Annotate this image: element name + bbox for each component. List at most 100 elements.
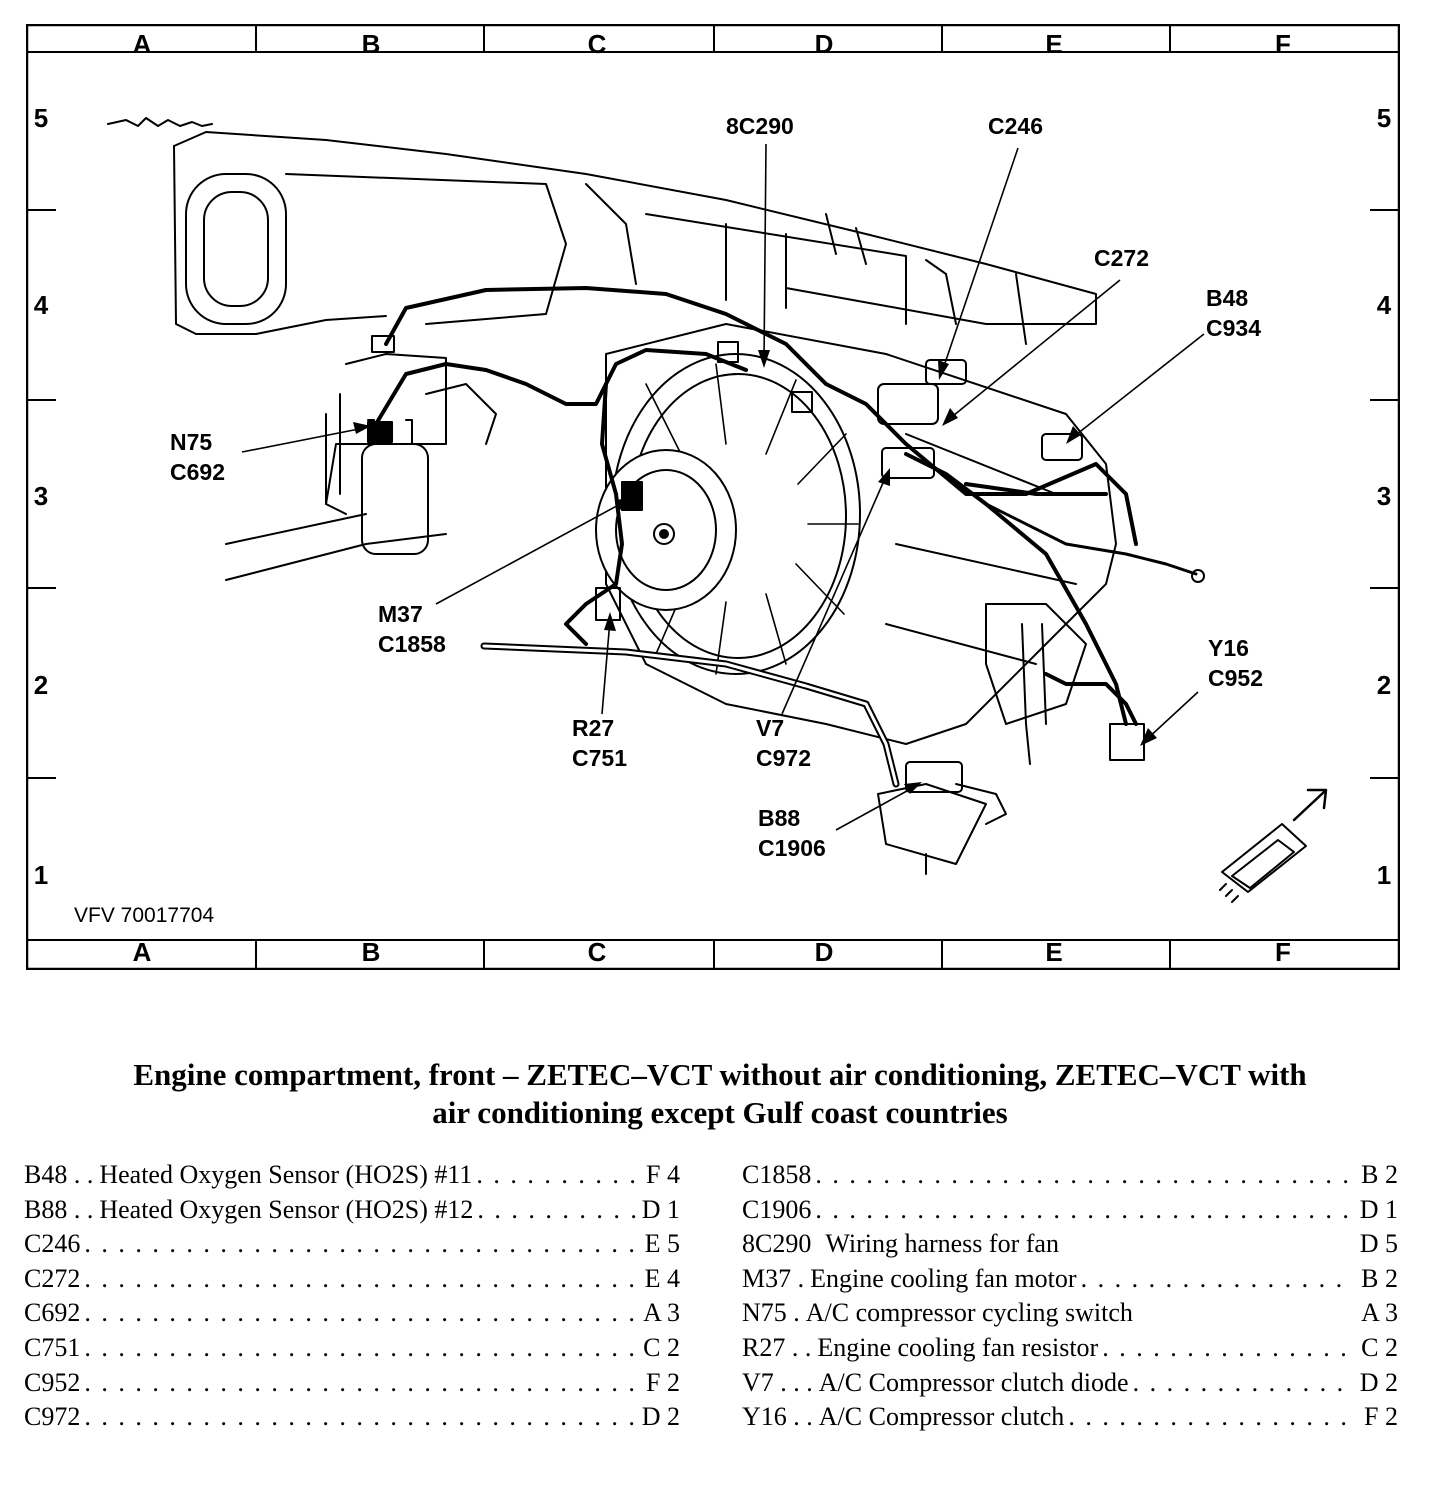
shroud-slats bbox=[885, 433, 1077, 665]
arrow-8c290 bbox=[758, 350, 770, 368]
lower-rails bbox=[225, 513, 447, 581]
grid-col-e-bottom: E bbox=[1045, 937, 1062, 967]
legend-grid-location: E 5 bbox=[644, 1229, 680, 1259]
legend-description: A/C compressor cycling switch bbox=[805, 1298, 1133, 1328]
legend-grid-location: A 3 bbox=[643, 1298, 680, 1328]
legend-code: C1858 bbox=[742, 1160, 812, 1189]
legend-dot-leader bbox=[1081, 1262, 1354, 1297]
legend-code: M37 . bbox=[742, 1263, 805, 1293]
leader-b88 bbox=[835, 785, 917, 831]
legend-row: V7 . . . A/C Compressor clutch diodeD 2 bbox=[742, 1366, 1398, 1401]
diagram-caption: Engine compartment, front – ZETEC–VCT wi… bbox=[20, 1056, 1420, 1132]
callout-r27: R27 bbox=[572, 715, 614, 741]
legend-row: C972 D 2 bbox=[24, 1400, 680, 1435]
legend-grid-location: F 4 bbox=[646, 1160, 680, 1189]
leader-c246 bbox=[941, 147, 1019, 373]
legend-grid-location: B 2 bbox=[1361, 1160, 1398, 1189]
grid-col-b-top: B bbox=[362, 29, 381, 59]
legend-row: C1906D 1 bbox=[742, 1193, 1398, 1228]
legend-row: C246E 5 bbox=[24, 1227, 680, 1262]
callout-c1906: C1906 bbox=[758, 835, 826, 861]
switch-bracket bbox=[425, 383, 497, 445]
connector-m37 bbox=[621, 481, 643, 511]
legend-code: N75 . bbox=[742, 1298, 800, 1328]
front-direction-icon bbox=[1221, 823, 1307, 893]
legend-grid-location: F 2 bbox=[646, 1367, 680, 1397]
arrow-b88 bbox=[904, 782, 922, 794]
connector-clip-1 bbox=[717, 341, 739, 363]
legend-dot-leader bbox=[815, 1193, 1354, 1228]
caption-line-2: air conditioning except Gulf coast count… bbox=[432, 1095, 1008, 1130]
connector-clip-2 bbox=[791, 391, 813, 413]
grid-col-f-bottom: F bbox=[1275, 937, 1291, 967]
grid-row-4-left: 4 bbox=[34, 290, 49, 320]
legend-description: Engine cooling fan motor bbox=[810, 1263, 1077, 1293]
legend-dot-leader bbox=[84, 1366, 636, 1401]
engine-compartment-diagram: A B C D E F A B C D E F 5 4 3 2 1 5 4 3 … bbox=[26, 24, 1400, 970]
grid-col-a-top: A bbox=[133, 29, 152, 59]
harness-left bbox=[374, 348, 748, 426]
callout-c751: C751 bbox=[572, 745, 627, 771]
grid-col-f-top: F bbox=[1275, 29, 1291, 59]
legend-row: Y16 . . A/C Compressor clutchF 2 bbox=[742, 1400, 1398, 1435]
row-ticks bbox=[27, 209, 1399, 779]
legend-code: C972 bbox=[24, 1402, 81, 1432]
callout-c934: C934 bbox=[1206, 315, 1261, 341]
legend-dot-leader bbox=[1133, 1366, 1354, 1401]
leader-arrowheads bbox=[353, 350, 1157, 794]
legend-description: A/C Compressor clutch bbox=[818, 1402, 1065, 1432]
harness-upper bbox=[384, 286, 1138, 546]
legend-code: C1906 bbox=[742, 1194, 812, 1224]
caption-line-1: Engine compartment, front – ZETEC–VCT wi… bbox=[133, 1057, 1307, 1092]
legend-code: B48 . . bbox=[24, 1160, 94, 1189]
engine-illustration bbox=[107, 117, 1328, 903]
connector-b48 bbox=[1041, 433, 1083, 461]
grid-col-b-bottom: B bbox=[362, 937, 381, 967]
ground-eyelet bbox=[1191, 569, 1205, 583]
grid-col-a-bottom: A bbox=[133, 937, 152, 967]
harness-lower-fan-core bbox=[482, 644, 898, 786]
legend-code: B88 . . bbox=[24, 1194, 94, 1224]
legend-row: C1858 B 2 bbox=[742, 1158, 1398, 1193]
grid-col-d-top: D bbox=[815, 29, 834, 59]
arrow-c272 bbox=[942, 408, 958, 426]
column-ticks bbox=[255, 25, 1171, 969]
front-direction-icon-inner bbox=[1231, 839, 1295, 889]
legend-description: Heated Oxygen Sensor (HO2S) #11 bbox=[99, 1160, 473, 1189]
legend-description: Heated Oxygen Sensor (HO2S) #12 bbox=[99, 1194, 474, 1224]
legend-grid-location: D 2 bbox=[641, 1402, 680, 1432]
legend-description: Engine cooling fan resistor bbox=[817, 1332, 1099, 1362]
callout-b88: B88 bbox=[758, 805, 800, 831]
legend-grid-location: C 2 bbox=[1361, 1332, 1398, 1362]
fan-hub bbox=[653, 523, 675, 545]
sensor-loop bbox=[955, 783, 1007, 825]
legend-code: C692 bbox=[24, 1298, 81, 1328]
legend-row: N75 . A/C compressor cycling switch A 3 bbox=[742, 1296, 1398, 1331]
callout-c1858: C1858 bbox=[378, 631, 446, 657]
grid-row-3-right: 3 bbox=[1377, 481, 1391, 511]
radiator-left-edge bbox=[173, 145, 387, 335]
drain-tube bbox=[1021, 623, 1047, 765]
harness-lower-fan bbox=[480, 642, 900, 788]
legend-row: C751C 2 bbox=[24, 1331, 680, 1366]
connector-n75 bbox=[367, 421, 393, 443]
fan-motor-face bbox=[615, 469, 717, 591]
radiator-top-edge bbox=[173, 131, 1097, 325]
harness-motor-drop bbox=[564, 382, 624, 646]
legend-grid-location: A 3 bbox=[1361, 1298, 1398, 1328]
legend-code: C952 bbox=[24, 1367, 81, 1397]
legend-grid-location: D 1 bbox=[641, 1194, 680, 1224]
leader-v7 bbox=[781, 475, 887, 715]
callout-m37: M37 bbox=[378, 601, 423, 627]
callout-8c290: 8C290 bbox=[726, 113, 794, 139]
grid-col-c-top: C bbox=[588, 29, 607, 59]
fan-blades bbox=[645, 363, 859, 675]
legend-row: C692 A 3 bbox=[24, 1296, 680, 1331]
air-box-outer bbox=[185, 173, 287, 325]
legend-row: C272E 4 bbox=[24, 1262, 680, 1297]
grid-row-4-right: 4 bbox=[1377, 290, 1392, 320]
legend-row: R27 . . Engine cooling fan resistorC 2 bbox=[742, 1331, 1398, 1366]
fan-shroud bbox=[605, 323, 1117, 745]
legend-grid-location: D 2 bbox=[1359, 1367, 1398, 1397]
